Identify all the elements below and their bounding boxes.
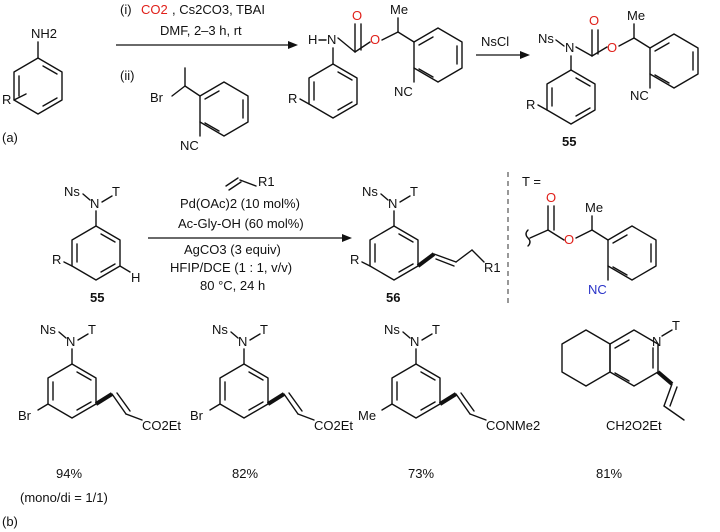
reagent-nc-label: NC [180, 138, 199, 153]
example-2-structure: Ns N T Br CO2Et 82% [190, 322, 353, 481]
ex2-yield: 82% [232, 466, 258, 481]
aniline-nh2-label: NH2 [31, 26, 57, 41]
t-def-nc-label: NC [588, 282, 607, 297]
t-definition: T = O O Me NC [522, 174, 657, 297]
reagent-br-label: Br [150, 90, 164, 105]
product56-n-label: N [388, 196, 397, 211]
condition-catalyst: Pd(OAc)2 (10 mol%) [180, 196, 300, 211]
substrate-55-structure: Ns N T R H 55 [52, 184, 140, 305]
ex1-ester-label: CO2Et [142, 418, 181, 433]
ex4-yield: 81% [596, 466, 622, 481]
ex3-amide-label: CONMe2 [486, 418, 540, 433]
substrate-n-label: N [90, 196, 99, 211]
ex4-n-label: N [652, 334, 661, 349]
step1-reagents-label: , Cs2CO3, TBAI [172, 2, 265, 17]
step2-reagent-label: NsCl [481, 34, 509, 49]
ex3-sub-label: Me [358, 408, 376, 423]
aniline-structure: NH2 R [2, 26, 63, 115]
ex2-sub-label: Br [190, 408, 204, 423]
product-56-structure: Ns N T R R1 56 [350, 184, 501, 305]
t-def-me-label: Me [585, 200, 603, 215]
condition-temp-time: 80 °C, 24 h [200, 278, 265, 293]
product55-o-ester: O [607, 40, 617, 55]
carbamate-h-label: H [308, 32, 317, 47]
step1-ii-label: (ii) [120, 68, 134, 83]
step1-conditions-label: DMF, 2–3 h, rt [160, 23, 242, 38]
ex1-n-label: N [66, 334, 75, 349]
product55-ns-label: Ns [538, 31, 554, 46]
carbamate-r-label: R [288, 91, 297, 106]
example-1-structure: Ns N T Br CO2Et 94% (mono/di = 1/1) [18, 322, 181, 505]
carbamate-me-label: Me [390, 2, 408, 17]
product55-nc-label: NC [630, 88, 649, 103]
ex1-sub-label: Br [18, 408, 32, 423]
substrate-ns-label: Ns [64, 184, 80, 199]
example-4-structure: N T CH2O2Et 81% [561, 318, 685, 481]
product-55-structure: Ns N O O Me NC R 55 [526, 8, 699, 149]
condition-solvent: HFIP/DCE (1 : 1, v/v) [170, 260, 292, 275]
substrate-number: 55 [90, 290, 104, 305]
product56-r1-label: R1 [484, 260, 501, 275]
benzyl-bromide-structure: Br NC [150, 67, 249, 153]
product56-number: 56 [386, 290, 400, 305]
condition-ligand: Ac-Gly-OH (60 mol%) [178, 216, 304, 231]
carbamate-o-ester: O [370, 32, 380, 47]
step1-co2-label: CO2 [141, 2, 168, 17]
condition-oxidant: AgCO3 (3 equiv) [184, 242, 281, 257]
ex4-t-label: T [672, 318, 680, 333]
aniline-r-label: R [2, 92, 11, 107]
heck-arrow: R1 Pd(OAc)2 (10 mol%) Ac-Gly-OH (60 mol%… [148, 174, 352, 293]
product55-me-label: Me [627, 8, 645, 23]
substrate-r-label: R [52, 252, 61, 267]
ex3-yield: 73% [408, 466, 434, 481]
carbamate-o-carbonyl: O [352, 8, 362, 23]
t-def-label: T = [522, 174, 541, 189]
step2-arrow: NsCl [476, 34, 530, 59]
product56-r-label: R [350, 252, 359, 267]
step1-i-label: (i) [120, 2, 132, 17]
product56-ns-label: Ns [362, 184, 378, 199]
part-b-label: (b) [2, 514, 18, 529]
ex4-ester-label: CH2O2Et [606, 418, 662, 433]
ex2-ester-label: CO2Et [314, 418, 353, 433]
t-def-o-carbonyl: O [546, 190, 556, 205]
carbamate-n-label: N [327, 32, 336, 47]
ex1-note: (mono/di = 1/1) [20, 490, 108, 505]
ex2-n-label: N [238, 334, 247, 349]
ex3-ns-label: Ns [384, 322, 400, 337]
t-def-o-ester: O [564, 232, 574, 247]
ex1-yield: 94% [56, 466, 82, 481]
product55-n-label: N [565, 40, 574, 55]
ex1-ns-label: Ns [40, 322, 56, 337]
ex2-ns-label: Ns [212, 322, 228, 337]
step1-arrow: (i) CO2 , Cs2CO3, TBAI DMF, 2–3 h, rt (i… [116, 2, 298, 83]
product56-t-label: T [410, 184, 418, 199]
ex3-t-label: T [432, 322, 440, 337]
product55-number: 55 [562, 134, 576, 149]
substrate-h-label: H [131, 270, 140, 285]
example-3-structure: Ns N T Me CONMe2 73% [358, 322, 540, 481]
carbamate-intermediate: H N O O Me NC R [288, 2, 463, 119]
substrate-t-label: T [112, 184, 120, 199]
product55-r-label: R [526, 97, 535, 112]
ex2-t-label: T [260, 322, 268, 337]
part-a-label: (a) [2, 130, 18, 145]
product55-o-carbonyl: O [589, 13, 599, 28]
carbamate-nc-label: NC [394, 84, 413, 99]
ex1-t-label: T [88, 322, 96, 337]
ex3-n-label: N [410, 334, 419, 349]
alkene-r1-label: R1 [258, 174, 275, 189]
